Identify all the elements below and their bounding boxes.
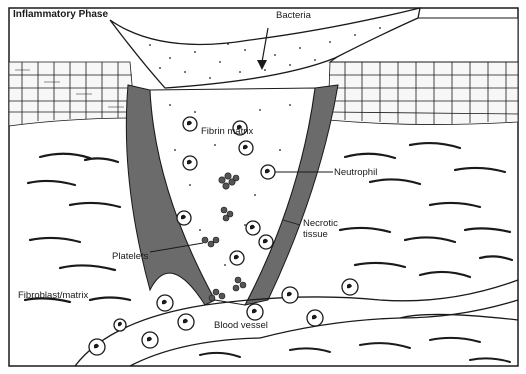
neutrophil-cell: [89, 339, 105, 355]
blood-vessel-label: Blood vessel: [214, 320, 268, 331]
neutrophil-cell: [177, 211, 191, 225]
necrotic-tissue-label: Necrotic tissue: [303, 218, 343, 240]
neutrophil-cell: [259, 235, 273, 249]
fibrin-matrix-label: Fibrin matrix: [201, 126, 253, 137]
neutrophil-cell: [239, 141, 253, 155]
neutrophil-cell: [157, 295, 173, 311]
neutrophil-cell: [282, 287, 298, 303]
neutrophil-cell: [342, 279, 358, 295]
neutrophil-cell: [307, 310, 323, 326]
epidermis-right: [328, 62, 518, 125]
bacteria-label: Bacteria: [276, 10, 311, 21]
neutrophil-cell: [178, 314, 194, 330]
neutrophil-cell: [183, 117, 197, 131]
diagram-title: Inflammatory Phase: [13, 9, 108, 20]
neutrophil-cell: [261, 165, 275, 179]
neutrophil-cell: [183, 156, 197, 170]
neutrophil-cell: [247, 304, 263, 320]
platelets-label: Platelets: [112, 251, 148, 262]
neutrophil-cell: [246, 221, 260, 235]
fibroblast-matrix-label: Fibroblast/matrix: [18, 290, 88, 301]
neutrophil-cell: [230, 251, 244, 265]
neutrophil-cell: [142, 332, 158, 348]
neutrophil-label: Neutrophil: [334, 167, 377, 178]
neutrophil-cell: [114, 319, 126, 331]
epidermis-left: [9, 62, 135, 126]
